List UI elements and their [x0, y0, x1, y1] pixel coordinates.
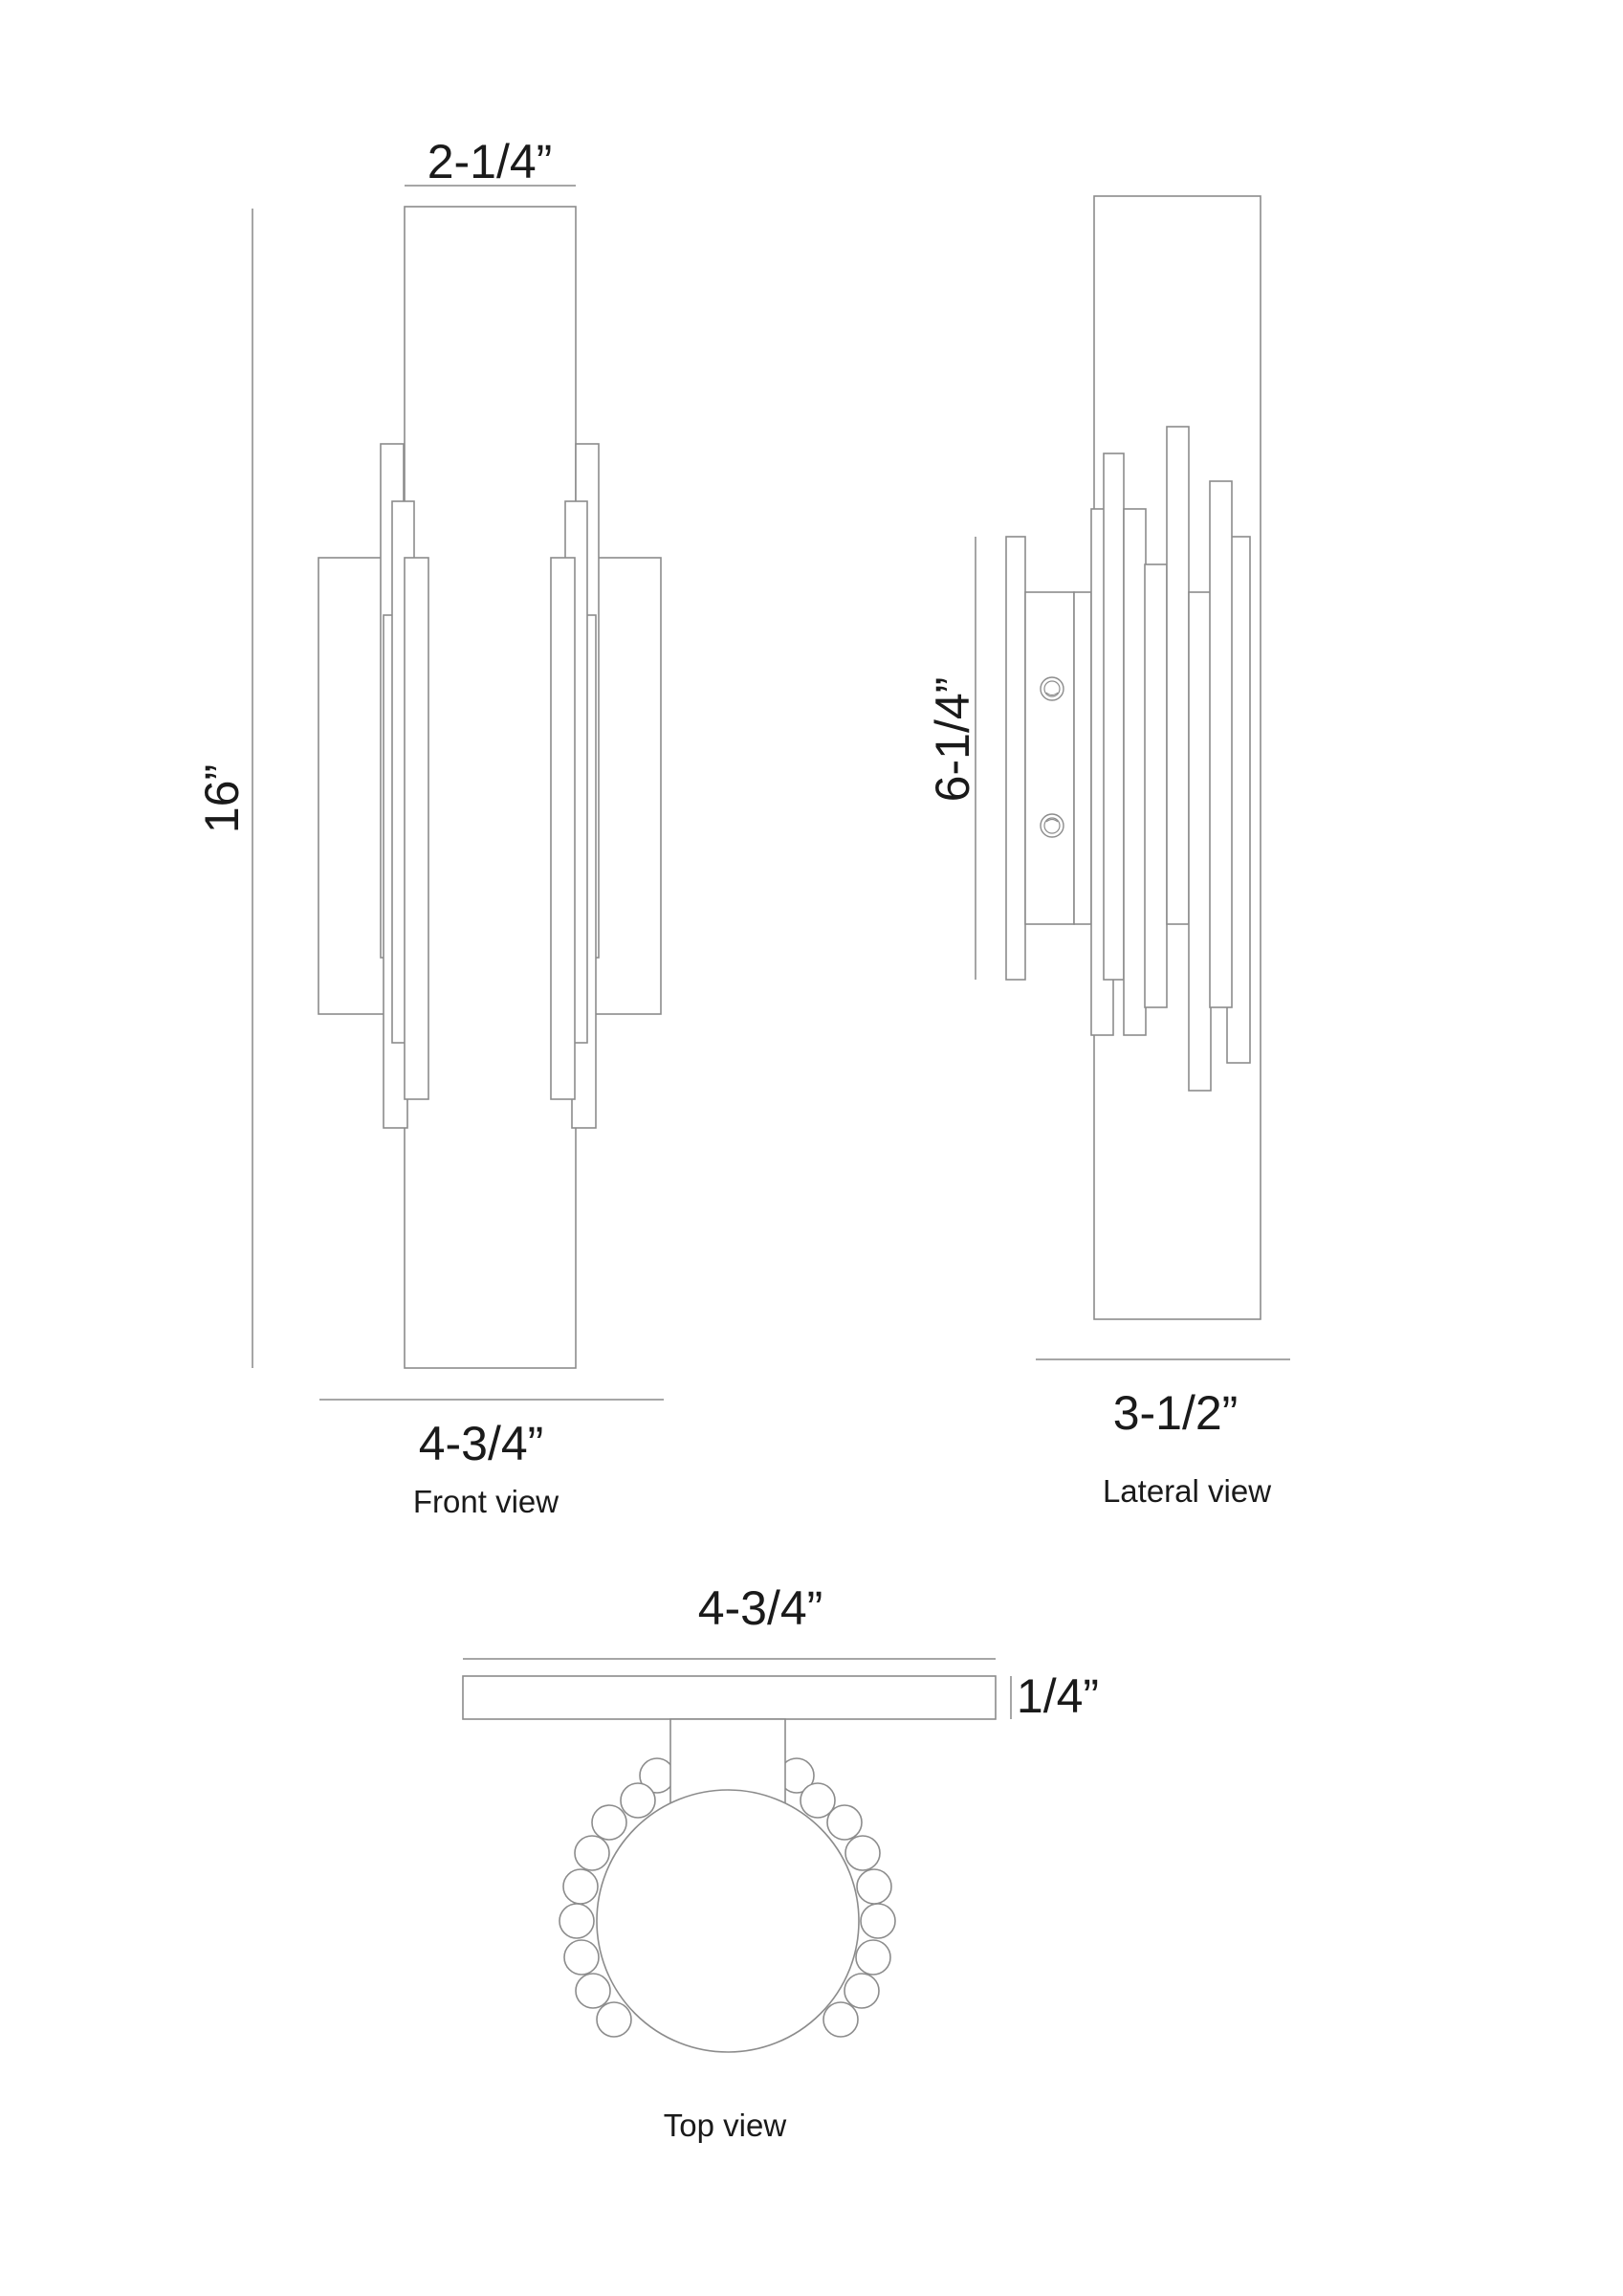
lateral-strip-e — [1166, 426, 1190, 925]
lateral-view-title: Lateral view — [1102, 1473, 1272, 1509]
lateral-screw-bottom — [1040, 813, 1064, 838]
lateral-screw-top — [1040, 676, 1064, 701]
front-top-width-label: 2-1/4” — [427, 135, 553, 188]
front-back-panel-left — [318, 557, 386, 1015]
top-view-drawing — [462, 1658, 1012, 2053]
screw-icon — [1040, 676, 1064, 701]
lateral-mounting-box-edge — [1073, 591, 1092, 925]
lateral-backplate-height-label: 6-1/4” — [926, 676, 979, 803]
top-wall-plate — [462, 1675, 997, 1720]
lateral-strip-f — [1188, 591, 1212, 1092]
top-view-title: Top view — [663, 2108, 787, 2143]
front-view-drawing — [252, 185, 664, 1401]
front-bottom-width-label: 4-3/4” — [418, 1417, 544, 1470]
lateral-strip-d — [1144, 563, 1168, 1008]
front-main-body — [404, 206, 577, 1369]
top-width-label: 4-3/4” — [697, 1581, 823, 1635]
front-strip-left-inner — [404, 557, 429, 1100]
top-beads-right — [779, 1757, 896, 2038]
lateral-strip-c — [1123, 508, 1147, 1036]
top-beads-left — [559, 1757, 675, 2038]
front-back-panel-right — [593, 557, 662, 1015]
front-view-title: Front view — [412, 1484, 559, 1519]
lateral-strip-b — [1103, 453, 1125, 981]
lateral-mounting-box — [1024, 591, 1075, 925]
lateral-wall-plate — [1005, 536, 1026, 981]
lateral-depth-label: 3-1/2” — [1112, 1386, 1239, 1440]
screw-icon — [1040, 813, 1064, 838]
top-thickness-label: 1/4” — [1016, 1669, 1100, 1723]
front-height-label: 16” — [195, 763, 249, 834]
lateral-strip-g — [1209, 480, 1233, 1008]
top-diffuser-circle — [596, 1789, 860, 2053]
lateral-view-drawing — [975, 195, 1290, 1360]
front-strip-right-inner — [550, 557, 576, 1100]
